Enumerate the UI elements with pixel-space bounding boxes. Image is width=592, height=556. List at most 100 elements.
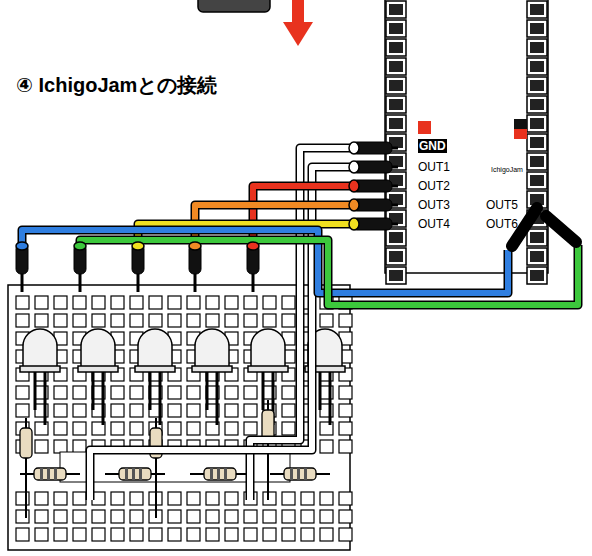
breadboard-hole (244, 386, 257, 399)
breadboard-hole (301, 492, 314, 505)
header-pin (386, 248, 406, 265)
header-pin (527, 77, 547, 94)
led-symbol (195, 329, 229, 368)
header-pin (530, 232, 544, 243)
header-pin (389, 99, 403, 110)
header-pin (530, 42, 544, 53)
breadboard-hole (73, 386, 86, 399)
led-leg (206, 370, 209, 410)
breadboard-hole (225, 422, 238, 435)
breadboard-hole (187, 314, 200, 327)
breadboard-hole (244, 404, 257, 417)
breadboard-hole (35, 528, 48, 541)
breadboard-hole (282, 386, 295, 399)
breadboard-hole (149, 314, 162, 327)
header-pin (527, 1, 547, 18)
breadboard-hole (73, 510, 86, 523)
resistor-band (210, 468, 213, 480)
resistor-band (304, 468, 307, 480)
wire-plug (349, 180, 359, 192)
wire-outline (90, 167, 360, 500)
wire-pin (392, 223, 398, 226)
breadboard-hole (130, 386, 143, 399)
breadboard-hole (54, 510, 67, 523)
header-pin (386, 20, 406, 37)
wire-plug (349, 161, 359, 173)
breadboard-hole (16, 404, 29, 417)
breadboard-hole (187, 296, 200, 309)
led-leg (329, 370, 332, 425)
breadboard-hole (73, 492, 86, 505)
led-leg (159, 370, 162, 425)
resistor-symbol (20, 428, 32, 458)
breadboard-hole (168, 510, 181, 523)
header-pin (386, 96, 406, 113)
breadboard-hole (73, 440, 86, 453)
breadboard-hole (73, 422, 86, 435)
breadboard-hole (339, 386, 352, 399)
led-rim (20, 366, 60, 372)
resistor-symbol (34, 468, 66, 480)
breadboard-hole (263, 528, 276, 541)
led-leg (262, 370, 265, 410)
resistor-band (224, 468, 227, 480)
breadboard-hole (187, 510, 200, 523)
header-pin (527, 115, 547, 132)
breadboard-hole (16, 528, 29, 541)
jumper-wires (16, 142, 578, 500)
led-rim (78, 366, 118, 372)
breadboard-hole (282, 422, 295, 435)
wire-pin (392, 147, 398, 150)
breadboard-hole (282, 492, 295, 505)
breadboard-hole (282, 528, 295, 541)
breadboard-hole (130, 510, 143, 523)
resistor-band (139, 468, 142, 480)
step-box (198, 0, 270, 12)
breadboard-hole (111, 314, 124, 327)
breadboard-hole (111, 422, 124, 435)
breadboard-hole (187, 528, 200, 541)
breadboard-hole (282, 314, 295, 327)
resistor-symbol (284, 468, 316, 480)
breadboard-hole (282, 404, 295, 417)
resistor-band (290, 468, 293, 480)
breadboard-hole (187, 422, 200, 435)
breadboard-hole (168, 386, 181, 399)
breadboard-hole (73, 314, 86, 327)
wire-plug (349, 199, 359, 211)
header-pin (386, 267, 406, 284)
pin-label: OUT6 (486, 217, 518, 231)
pin-label: OUT5 (486, 198, 518, 212)
wire-pin (392, 185, 398, 188)
breadboard-hole (263, 510, 276, 523)
wire-plug (16, 242, 28, 250)
header-pin (386, 39, 406, 56)
led-symbol (251, 329, 285, 368)
wire-pin (392, 166, 398, 169)
resistor-band (40, 468, 43, 480)
breadboard-hole (206, 528, 219, 541)
breadboard-hole (35, 440, 48, 453)
breadboard-hole (54, 422, 67, 435)
pin-label: OUT1 (418, 160, 450, 174)
header-pin (527, 96, 547, 113)
power-mark (514, 129, 527, 139)
breadboard-hole (149, 528, 162, 541)
breadboard-hole (320, 440, 333, 453)
breadboard-hole (244, 510, 257, 523)
breadboard-hole (130, 492, 143, 505)
breadboard-hole (92, 314, 105, 327)
breadboard-hole (206, 492, 219, 505)
led-leg (44, 370, 47, 425)
breadboard-hole (168, 528, 181, 541)
led-symbol (81, 329, 115, 368)
resistor-band (217, 468, 220, 480)
breadboard-hole (206, 296, 219, 309)
breadboard-hole (54, 440, 67, 453)
header-pin (386, 115, 406, 132)
breadboard-hole (168, 404, 181, 417)
led-leg (149, 370, 152, 410)
breadboard-hole (225, 314, 238, 327)
jumper-wire (80, 240, 578, 305)
breadboard-hole (54, 404, 67, 417)
